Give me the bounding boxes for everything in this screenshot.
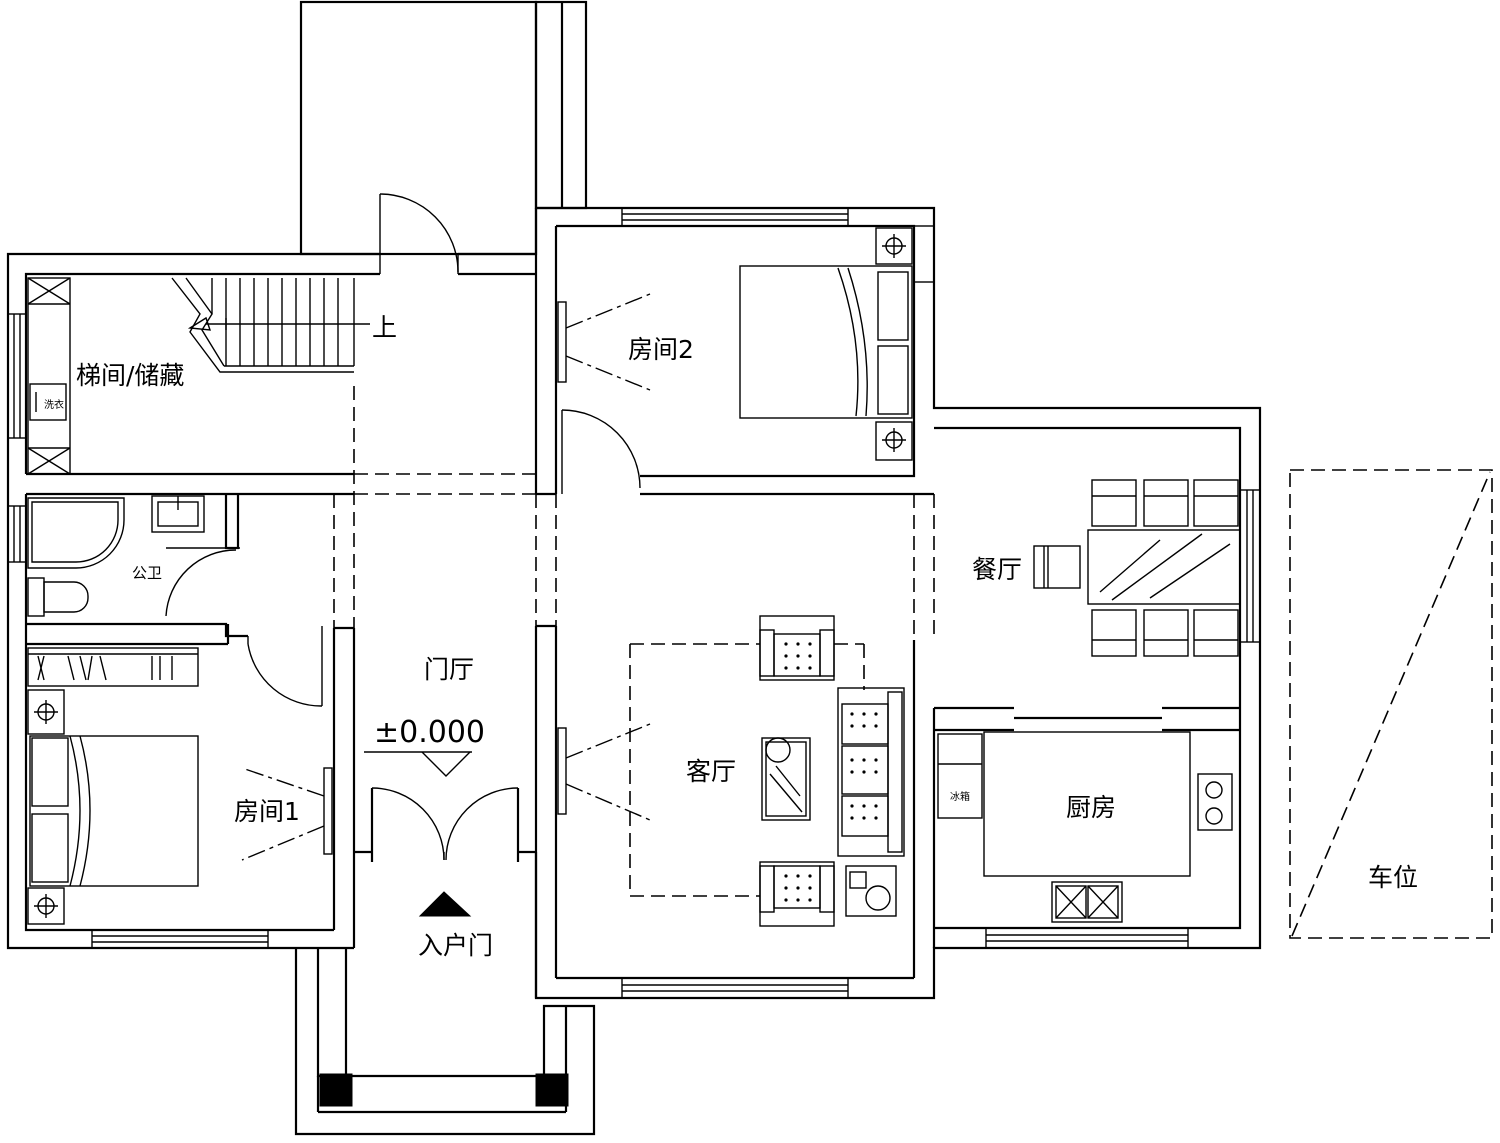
washer-label: 洗衣 bbox=[44, 398, 64, 411]
open-boundaries bbox=[333, 386, 935, 897]
living-room-furniture bbox=[557, 615, 905, 927]
room-label-entrance: 入户门 bbox=[418, 931, 493, 960]
level-marker bbox=[364, 751, 472, 777]
entrance-arrow-icon bbox=[418, 891, 472, 917]
stair-up-label: 上 bbox=[372, 313, 397, 342]
doors bbox=[165, 193, 641, 861]
porch-column bbox=[535, 1073, 569, 1107]
room-label-bedroom-1: 房间1 bbox=[234, 797, 300, 826]
sofa-cushion-dots bbox=[784, 642, 878, 902]
storage-cabinets bbox=[27, 277, 71, 475]
bedroom2-furniture bbox=[557, 227, 913, 461]
tv-unit-bedroom1 bbox=[241, 767, 333, 861]
windows bbox=[7, 207, 1261, 999]
room-label-bathroom: 公卫 bbox=[132, 564, 162, 582]
parking-space bbox=[1289, 469, 1493, 939]
dining-furniture bbox=[1033, 479, 1241, 657]
room-label-foyer: 门厅 bbox=[424, 655, 474, 684]
bedroom1-furniture bbox=[27, 647, 199, 925]
kitchen-fixtures bbox=[937, 731, 1233, 923]
bathroom-fixtures bbox=[27, 495, 205, 617]
room-label-parking: 车位 bbox=[1368, 863, 1418, 892]
room-label-dining-room: 餐厅 bbox=[972, 555, 1022, 584]
room-label-kitchen: 厨房 bbox=[1066, 793, 1116, 822]
staircase bbox=[171, 277, 370, 373]
room-label-stair-storage: 梯间/储藏 bbox=[76, 361, 184, 390]
exterior-walls bbox=[6, 0, 1262, 1136]
fridge-label: 冰箱 bbox=[950, 790, 970, 803]
porch-column bbox=[319, 1073, 353, 1107]
floor-level-label: ±0.000 bbox=[374, 715, 485, 750]
room-label-bedroom-2: 房间2 bbox=[628, 335, 694, 364]
room-label-living-room: 客厅 bbox=[686, 757, 736, 786]
